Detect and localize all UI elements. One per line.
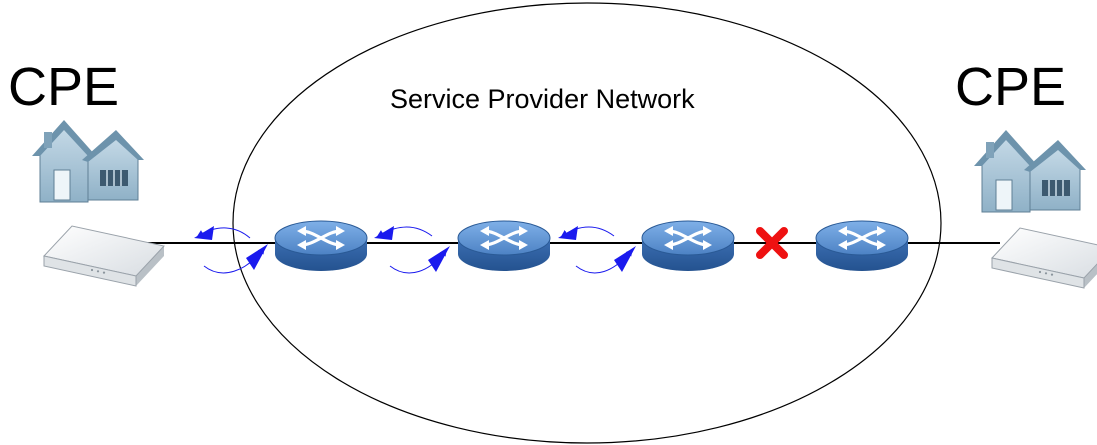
house-right-icon — [973, 129, 1087, 213]
service-provider-network-label: Service Provider Network — [390, 84, 695, 114]
house-left-icon — [31, 119, 145, 203]
cpe-left-label: CPE — [8, 57, 120, 117]
router-icon — [273, 219, 369, 273]
arrow-tips — [194, 226, 636, 272]
router-icon — [456, 219, 552, 273]
cpe-modem-right-icon — [991, 227, 1097, 289]
router-icon — [814, 219, 910, 273]
cpe-right-label: CPE — [955, 57, 1067, 117]
service-provider-network-ellipse — [232, 2, 942, 444]
router-icon — [640, 219, 736, 273]
cpe-modem-left-icon — [43, 225, 165, 287]
red-x-icon — [756, 227, 788, 259]
